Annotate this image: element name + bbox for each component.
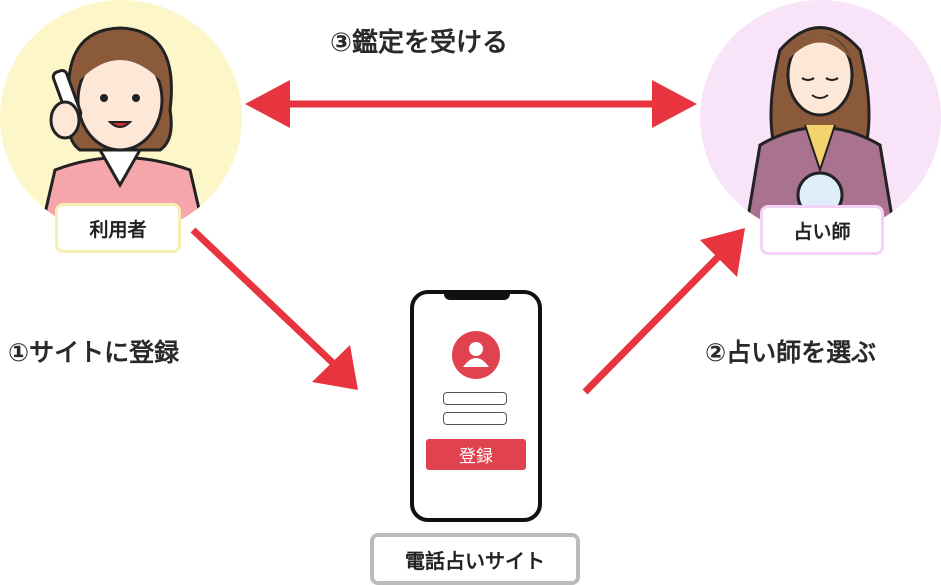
- step-3-label: ③鑑定を受ける: [330, 28, 509, 58]
- register-button[interactable]: 登録: [426, 439, 526, 470]
- arrow-register: [190, 227, 358, 390]
- site-label: 電話占いサイト: [370, 533, 580, 585]
- phone-notch: [444, 292, 510, 300]
- username-field[interactable]: [443, 392, 507, 405]
- fortune-teller-label: 占い師: [760, 205, 884, 255]
- step-2-label: ②占い師を選ぶ: [705, 338, 877, 367]
- smartphone: 登録: [410, 290, 542, 522]
- double-arrow-consult: [245, 80, 697, 128]
- arrow-choose: [582, 228, 745, 395]
- user-label: 利用者: [55, 203, 181, 253]
- step-1-label: ①サイトに登録: [8, 338, 180, 367]
- password-field[interactable]: [443, 412, 507, 425]
- user-avatar-icon: [452, 331, 500, 379]
- fortune-teller-illustration: [700, 0, 941, 235]
